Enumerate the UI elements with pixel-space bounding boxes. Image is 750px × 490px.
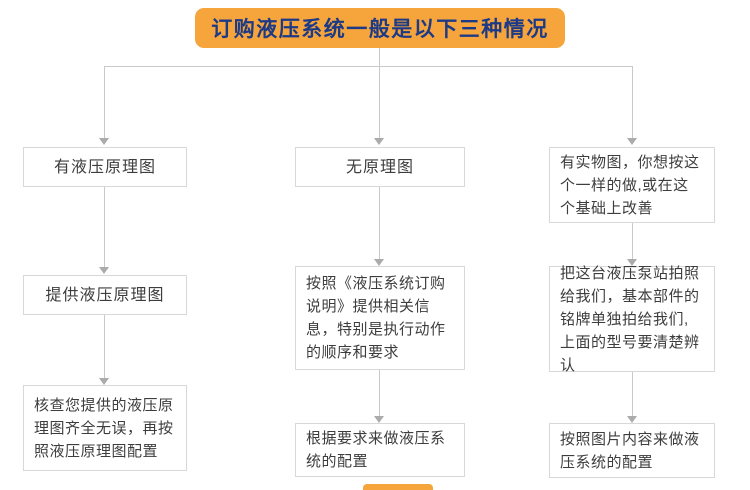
connector-line bbox=[379, 66, 380, 138]
arrow-down-icon bbox=[627, 416, 637, 423]
connector-line bbox=[632, 372, 633, 416]
flow-node-send-photos: 把这台液压泵站拍照给我们，基本部件的铭牌单独拍给我们,上面的型号要清楚辨认 bbox=[549, 265, 715, 374]
arrow-down-icon bbox=[99, 267, 109, 274]
flow-node-has-schematic: 有液压原理图 bbox=[23, 147, 187, 187]
connector-line bbox=[104, 66, 105, 138]
next-section-banner-partial bbox=[363, 484, 433, 490]
arrow-down-icon bbox=[627, 138, 637, 145]
flow-node-ordering-instructions: 按照《液压系统订购说明》提供相关信息，特别是执行动作的顺序和要求 bbox=[295, 266, 465, 370]
flow-node-has-photo: 有实物图，你想按这个一样的做,或在这个基础上改善 bbox=[549, 147, 715, 223]
arrow-down-icon bbox=[99, 378, 109, 385]
connector-line bbox=[632, 223, 633, 259]
arrow-down-icon bbox=[99, 138, 109, 145]
connector-line bbox=[632, 66, 633, 138]
flow-node-provide-schematic: 提供液压原理图 bbox=[23, 275, 187, 315]
arrow-down-icon bbox=[374, 138, 384, 145]
connector-line bbox=[104, 187, 105, 267]
connector-line bbox=[379, 187, 380, 259]
arrow-down-icon bbox=[374, 416, 384, 423]
connector-line bbox=[379, 48, 380, 66]
connector-line bbox=[104, 66, 633, 67]
flow-node-verify-schematic: 核查您提供的液压原理图齐全无误，再按照液压原理图配置 bbox=[23, 385, 187, 471]
connector-line bbox=[379, 370, 380, 416]
arrow-down-icon bbox=[627, 259, 637, 266]
flow-node-configure-by-requirements: 根据要求来做液压系统的配置 bbox=[295, 423, 465, 477]
connector-line bbox=[104, 315, 105, 378]
title-banner: 订购液压系统一般是以下三种情况 bbox=[195, 8, 565, 48]
arrow-down-icon bbox=[374, 259, 384, 266]
flow-node-configure-by-photo: 按照图片内容来做液压系统的配置 bbox=[549, 423, 715, 478]
flow-node-no-schematic: 无原理图 bbox=[295, 147, 465, 187]
